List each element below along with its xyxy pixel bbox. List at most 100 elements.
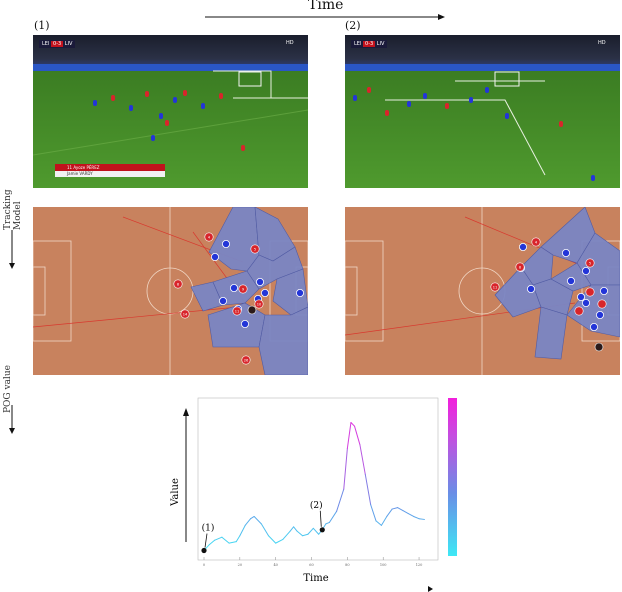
- line-segment: [235, 535, 241, 543]
- line-segment: [359, 444, 366, 475]
- line-segment: [413, 515, 420, 520]
- ball-carrier-marker: [247, 305, 257, 315]
- away-player-marker: [515, 262, 525, 272]
- away-player-marker: [574, 306, 584, 316]
- line-segment: [275, 538, 284, 544]
- event-markers: (1) (2): [201, 500, 325, 554]
- broadcast-logo: HD: [598, 40, 606, 46]
- broadcast-frame-2: LEI 0-3 LIV HD: [345, 35, 620, 188]
- line-segment: [380, 515, 388, 526]
- value-line: [203, 422, 425, 552]
- y-axis-label: Value: [170, 478, 181, 507]
- away-player: [145, 91, 149, 97]
- home-player-marker: [221, 240, 230, 249]
- line-segment: [293, 526, 298, 532]
- away-player: [219, 93, 223, 99]
- line-segment: [402, 510, 409, 515]
- line-segment: [214, 536, 223, 541]
- away-player: [385, 110, 389, 116]
- away-player-marker: [238, 284, 248, 294]
- line-segment: [289, 526, 295, 532]
- away-player-marker: [241, 355, 251, 365]
- home-player: [353, 95, 357, 101]
- x-tick-label: 60: [309, 563, 313, 567]
- scorebug: LEI 0-3 LIV: [351, 40, 388, 48]
- broadcast-frame-1: LEI 0-3 LIV HD 11 Ayoze PÉREZ Jamie VARD…: [33, 35, 308, 188]
- line-segment: [260, 523, 270, 537]
- away-player: [559, 121, 563, 127]
- event-marker-label: (2): [310, 500, 323, 511]
- player-number: 8: [177, 283, 180, 287]
- event-marker-label: (1): [202, 523, 215, 534]
- line-segment: [328, 510, 338, 523]
- panel-label-1: (1): [34, 19, 50, 32]
- line-segment: [296, 530, 304, 537]
- player-number: 4: [535, 241, 538, 245]
- line-segment: [239, 524, 246, 537]
- home-player-marker: [589, 323, 598, 332]
- x-tick-label: 100: [380, 563, 387, 567]
- away-player-marker: [585, 258, 595, 268]
- away-player-marker: [173, 279, 183, 289]
- x-tick-label: 80: [345, 563, 349, 567]
- player-number: 8: [519, 266, 522, 270]
- broadcast-logo: HD: [286, 40, 294, 46]
- home-player-marker: [229, 284, 238, 293]
- home-player: [591, 175, 595, 181]
- event-marker: [319, 527, 325, 533]
- line-segment: [364, 473, 372, 506]
- home-player-marker: [518, 243, 527, 252]
- home-player: [151, 135, 155, 141]
- line-segment: [244, 518, 252, 526]
- line-segment: [312, 527, 320, 535]
- away-player: [183, 90, 187, 96]
- voronoi-regions: [494, 207, 620, 360]
- player-number: 14: [183, 313, 188, 317]
- away-player: [367, 87, 371, 93]
- player-number: 10: [257, 303, 262, 307]
- away-player: [111, 95, 115, 101]
- away-player-marker: [180, 309, 190, 319]
- away-player-marker: [250, 244, 260, 254]
- line-segment: [268, 535, 277, 544]
- time-arrow: [205, 14, 445, 20]
- line-segment: [325, 521, 330, 525]
- ball-carrier-marker: [594, 342, 604, 352]
- player-number: 11: [235, 310, 240, 314]
- line-segment: [250, 515, 255, 520]
- away-player-marker: [232, 306, 242, 316]
- time-axis-label: Time: [308, 0, 344, 13]
- stadium-stands: [345, 35, 620, 69]
- home-player-marker: [595, 311, 604, 320]
- away-player-marker: [585, 287, 595, 297]
- home-player: [201, 103, 205, 109]
- away-player: [241, 145, 245, 151]
- home-player: [469, 97, 473, 103]
- home-player-marker: [581, 267, 590, 276]
- home-player: [159, 113, 163, 119]
- line-segment: [370, 504, 377, 522]
- home-player-marker: [260, 289, 269, 298]
- home-player: [423, 93, 427, 99]
- home-player-marker: [218, 297, 227, 306]
- home-player-marker: [255, 278, 264, 287]
- away-player-marker: [204, 232, 214, 242]
- advertising-board: [33, 64, 308, 71]
- home-player: [93, 100, 97, 106]
- home-player-marker: [210, 253, 219, 262]
- player-number: 11: [493, 286, 498, 290]
- line-segment: [253, 515, 262, 525]
- player-number: 26: [244, 359, 249, 363]
- line-segment: [391, 507, 399, 510]
- stadium-stands: [33, 35, 308, 69]
- line-segment: [354, 425, 361, 446]
- away-player-marker: [531, 237, 541, 247]
- home-player-marker: [526, 285, 535, 294]
- line-segment: [350, 422, 356, 427]
- home-player-marker: [295, 289, 304, 298]
